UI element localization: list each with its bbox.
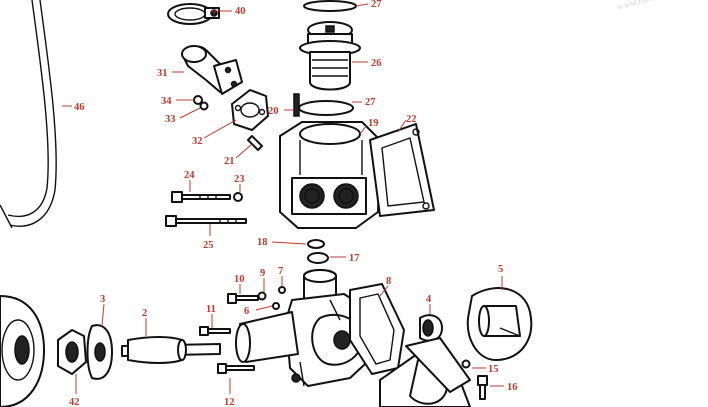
label-18: 18	[257, 237, 268, 248]
small-bolts	[199, 286, 286, 374]
thermostat-gasket-lower	[298, 100, 354, 116]
stud-and-pin	[247, 93, 300, 151]
label-9: 9	[260, 268, 265, 279]
label-12: 12	[224, 397, 235, 407]
label-4: 4	[426, 294, 432, 305]
label-7: 7	[278, 266, 283, 277]
label-11: 11	[206, 304, 216, 315]
leader-lines	[62, 3, 504, 394]
fan-pulley	[0, 295, 45, 407]
pump-seal	[419, 314, 443, 342]
thermostat-gasket-top	[303, 0, 357, 12]
label-16: 16	[507, 382, 518, 393]
label-20: 20	[268, 106, 279, 117]
label-21: 21	[224, 156, 235, 167]
label-10: 10	[234, 274, 245, 285]
long-bolts	[165, 191, 247, 227]
label-42: 42	[69, 397, 80, 407]
thermostat	[299, 21, 361, 91]
hub-nut	[57, 329, 87, 375]
label-26: 26	[371, 58, 382, 69]
label-31: 31	[157, 68, 168, 79]
label-27-top: 27	[371, 0, 382, 10]
water-outlet-elbow	[181, 45, 243, 95]
label-33: 33	[165, 114, 176, 125]
hose-clip	[167, 3, 220, 25]
label-22: 22	[406, 114, 417, 125]
label-15: 15	[488, 364, 499, 375]
label-2: 2	[142, 308, 147, 319]
label-19: 19	[368, 118, 379, 129]
label-25: 25	[203, 240, 214, 251]
fan-belt	[0, 0, 57, 229]
label-6: 6	[244, 306, 249, 317]
part-number-labels: 40 27 26 31 34 33 32 20 27 19 22 21 46 2…	[69, 0, 518, 407]
label-34: 34	[161, 96, 172, 107]
pump-impeller-cover	[466, 287, 533, 361]
lower-outlet	[379, 337, 471, 407]
pump-hub	[86, 324, 113, 380]
bolt-16-washer-15	[461, 359, 488, 400]
label-46: 46	[74, 102, 85, 113]
pump-spindle	[121, 336, 221, 364]
label-40: 40	[235, 6, 246, 17]
washer-17	[307, 252, 329, 264]
label-17: 17	[349, 253, 360, 264]
label-27-lower: 27	[365, 97, 376, 108]
outlet-gasket	[231, 89, 269, 131]
water-pump-body	[235, 269, 379, 387]
label-32: 32	[192, 136, 203, 147]
label-23: 23	[234, 174, 245, 185]
label-24: 24	[184, 170, 195, 181]
washer-18	[307, 239, 325, 249]
watermark: www.minervaa	[616, 0, 676, 13]
label-8: 8	[386, 276, 391, 287]
thermostat-housing	[279, 121, 381, 229]
label-3: 3	[100, 294, 105, 305]
label-5: 5	[498, 264, 503, 275]
housing-gasket	[369, 123, 435, 217]
nut-and-washer	[193, 95, 209, 111]
